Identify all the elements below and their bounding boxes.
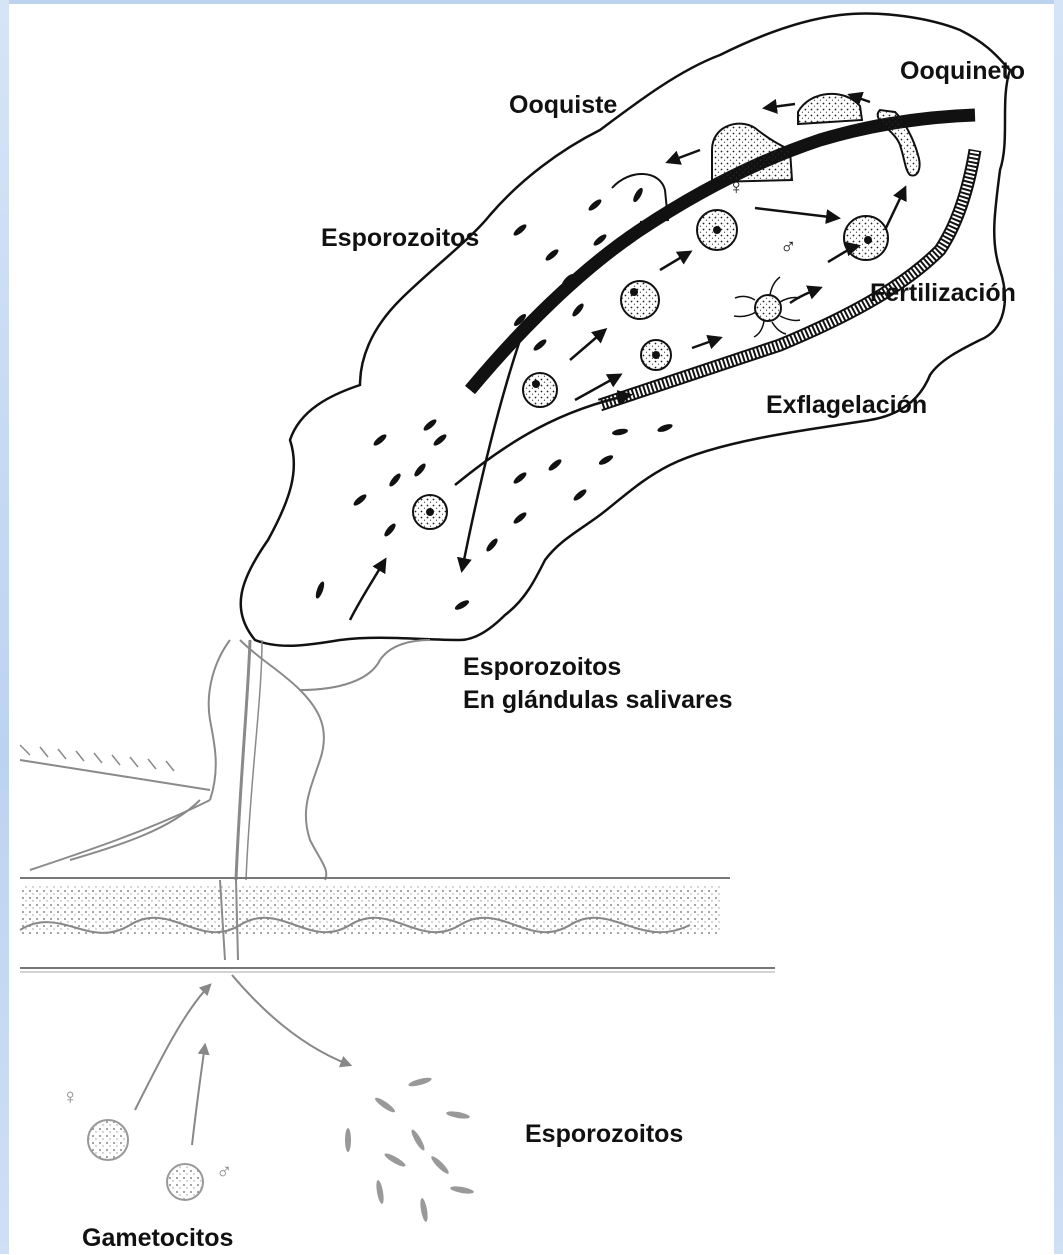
gametocytes: [88, 1120, 203, 1200]
label-esporozoitos-glands: Esporozoitos: [463, 650, 621, 684]
label-esporozoitos-stomach: Esporozoitos: [321, 221, 479, 255]
cell: [641, 340, 671, 370]
label-glandulas-salivares: En glándulas salivares: [463, 683, 733, 717]
cell: [844, 216, 888, 260]
label-esporozoitos-blood: Esporozoitos: [525, 1117, 683, 1151]
female-symbol-blood: ♀: [62, 1080, 79, 1114]
mosquito-stomach: [241, 13, 1010, 645]
male-symbol-stomach: ♂: [780, 230, 797, 264]
label-ooquiste: Ooquiste: [509, 88, 617, 122]
cell: [621, 281, 659, 319]
skin-layers: [20, 878, 775, 972]
female-symbol-stomach: ♀: [728, 170, 745, 204]
cell: [697, 210, 737, 250]
cell: [523, 373, 557, 407]
label-gametocitos: Gametocitos: [82, 1221, 233, 1255]
label-fertilizacion: Fertilización: [870, 276, 1016, 310]
label-exflagelacion: Exflagelación: [766, 388, 927, 422]
label-ooquineto: Ooquineto: [900, 54, 1025, 88]
human-phase: [135, 975, 350, 1145]
male-symbol-blood: ♂: [216, 1155, 233, 1189]
sporozoites-in-blood: [345, 1076, 474, 1222]
cell: [413, 495, 447, 529]
